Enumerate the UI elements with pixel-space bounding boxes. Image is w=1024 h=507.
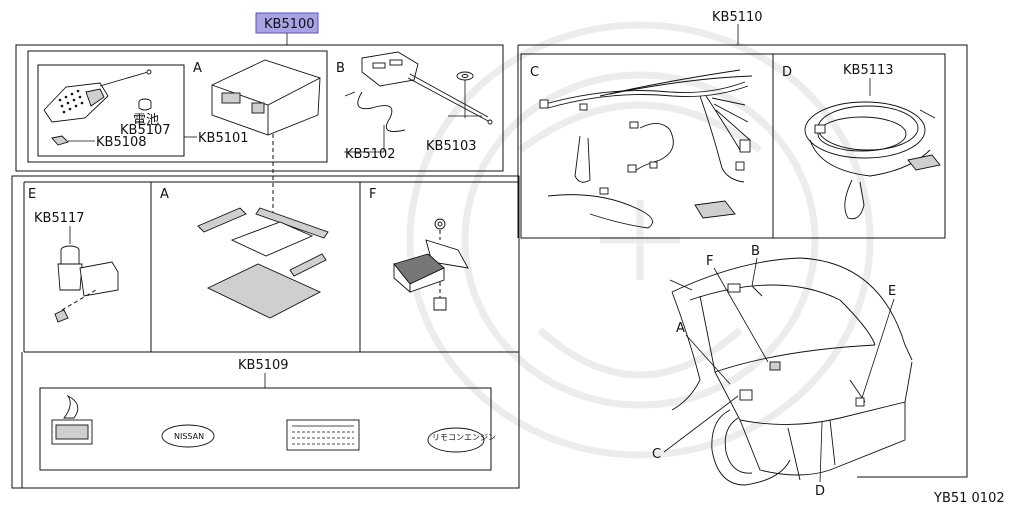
vehicle-switch-part[interactable] [855,397,865,407]
vehicle-unit-part[interactable] [769,361,781,371]
callout-d: D [815,484,825,499]
callout-b: B [751,244,760,259]
label-sticker-1[interactable] [51,394,93,445]
switch-e-part-number: KB5117 [34,211,85,226]
antenna-bolt-part-number: KB5103 [426,139,477,154]
harness-panel-number: KB5110 [712,10,763,25]
harness-d-part[interactable]: KB5113 [804,63,941,220]
diagram-code: YB51 0102 [933,491,1005,506]
kit-panel: A B 電池 KB5107 KB5108 [15,44,504,172]
callout-f: F [706,254,713,269]
main-assembly-number: KB5100 [264,17,315,32]
control-unit-part-number: KB5101 [198,131,249,146]
vehicle-harness-part[interactable] [739,389,753,401]
labels-set-part-number: KB5109 [238,358,289,373]
remote-engine-badge-text: リモコンエンジン [432,433,496,442]
nissan-badge[interactable]: NISSAN [161,424,215,448]
harness-d-part-number: KB5113 [843,63,894,78]
section-a-lower-label: A [160,187,169,202]
section-d-label: D [782,65,792,80]
section-a-label: A [193,61,202,76]
remote-transmitter[interactable] [43,69,152,123]
section-e-label: E [28,187,36,202]
remote-key-part[interactable]: KB5108 [51,135,147,150]
callout-c: C [652,447,661,462]
vehicle-antenna-part[interactable] [727,283,741,293]
antenna-bracket-part[interactable]: KB5102 [344,51,419,162]
battery-text: 電池 [133,113,159,128]
caution-label[interactable] [286,419,360,451]
section-f-label: F [369,187,376,202]
main-assembly-callout[interactable]: KB5100 [255,12,319,45]
antenna-wire-part-number: KB5102 [345,147,396,162]
antenna-rod-part[interactable]: KB5103 [407,71,493,154]
harness-panel: KB5110 C D [517,10,968,478]
control-unit-part[interactable]: KB5101 [184,59,321,146]
switch-bracket-f-part[interactable] [393,218,469,311]
remote-engine-badge[interactable]: リモコンエンジン [427,427,496,453]
battery-part-number: KB5107 [120,123,171,138]
battery-part[interactable]: 電池 KB5107 [120,98,171,138]
nissan-badge-text: NISSAN [174,432,204,441]
callout-a: A [676,321,685,336]
switch-e-part[interactable]: KB5117 [34,211,119,323]
section-b-label: B [336,61,345,76]
labels-set: KB5109 NISSAN リモコンエンジン [39,358,496,471]
section-c-label: C [530,65,539,80]
insulation-pads-part[interactable] [197,207,329,319]
callout-e: E [888,284,896,299]
lower-panel: E A F KB5117 [11,175,520,489]
remote-key-part-number: KB5108 [96,135,147,150]
watermark-emblem [406,21,874,459]
vehicle-illustration: B F A E C D [652,244,913,499]
harness-c-part[interactable] [539,69,753,229]
